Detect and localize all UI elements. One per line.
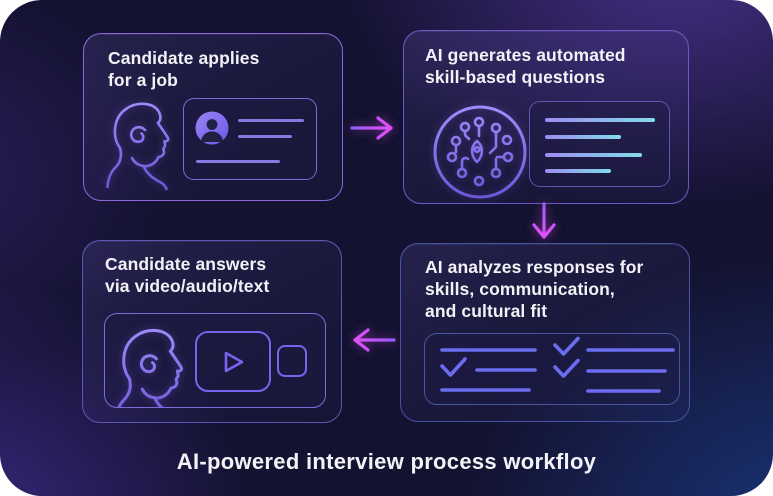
diagram-caption: AI-powered interview process workfloy — [176, 449, 597, 474]
arrow-right-icon — [350, 116, 393, 140]
text-line — [238, 135, 292, 139]
person-profile-icon — [117, 328, 184, 407]
text-lines-icon — [529, 101, 670, 187]
gradient-line — [545, 135, 621, 139]
card-ai-generates: AI generates automated skill-based quest… — [403, 30, 689, 204]
gradient-line — [545, 153, 642, 157]
avatar — [195, 111, 229, 145]
media-clip-icon — [277, 345, 307, 377]
card-title: AI generates automated skill-based quest… — [425, 45, 626, 87]
play-icon — [224, 351, 244, 373]
card-title: AI analyzes responses for skills, commun… — [425, 257, 644, 321]
arrow-left-icon — [353, 328, 396, 352]
video-player-icon — [195, 331, 271, 392]
ai-circuit-icon — [433, 105, 527, 199]
card-candidate-applies: Candidate applies for a job — [83, 33, 343, 201]
text-line — [238, 119, 304, 123]
arrow-down-icon — [532, 202, 556, 239]
id-card-icon — [183, 98, 317, 180]
person-profile-icon — [106, 102, 170, 191]
checklist-graphic — [440, 336, 675, 393]
card-title: Candidate applies for a job — [108, 48, 260, 90]
gradient-line — [545, 118, 655, 122]
card-title: Candidate answers via video/audio/text — [105, 254, 270, 296]
card-ai-analyzes: AI analyzes responses for skills, commun… — [400, 243, 690, 422]
card-candidate-answers: Candidate answers via video/audio/text — [82, 240, 342, 423]
checklist-icon — [424, 333, 680, 405]
gradient-line — [545, 169, 611, 173]
video-call-panel — [104, 313, 326, 408]
text-line — [196, 160, 280, 164]
